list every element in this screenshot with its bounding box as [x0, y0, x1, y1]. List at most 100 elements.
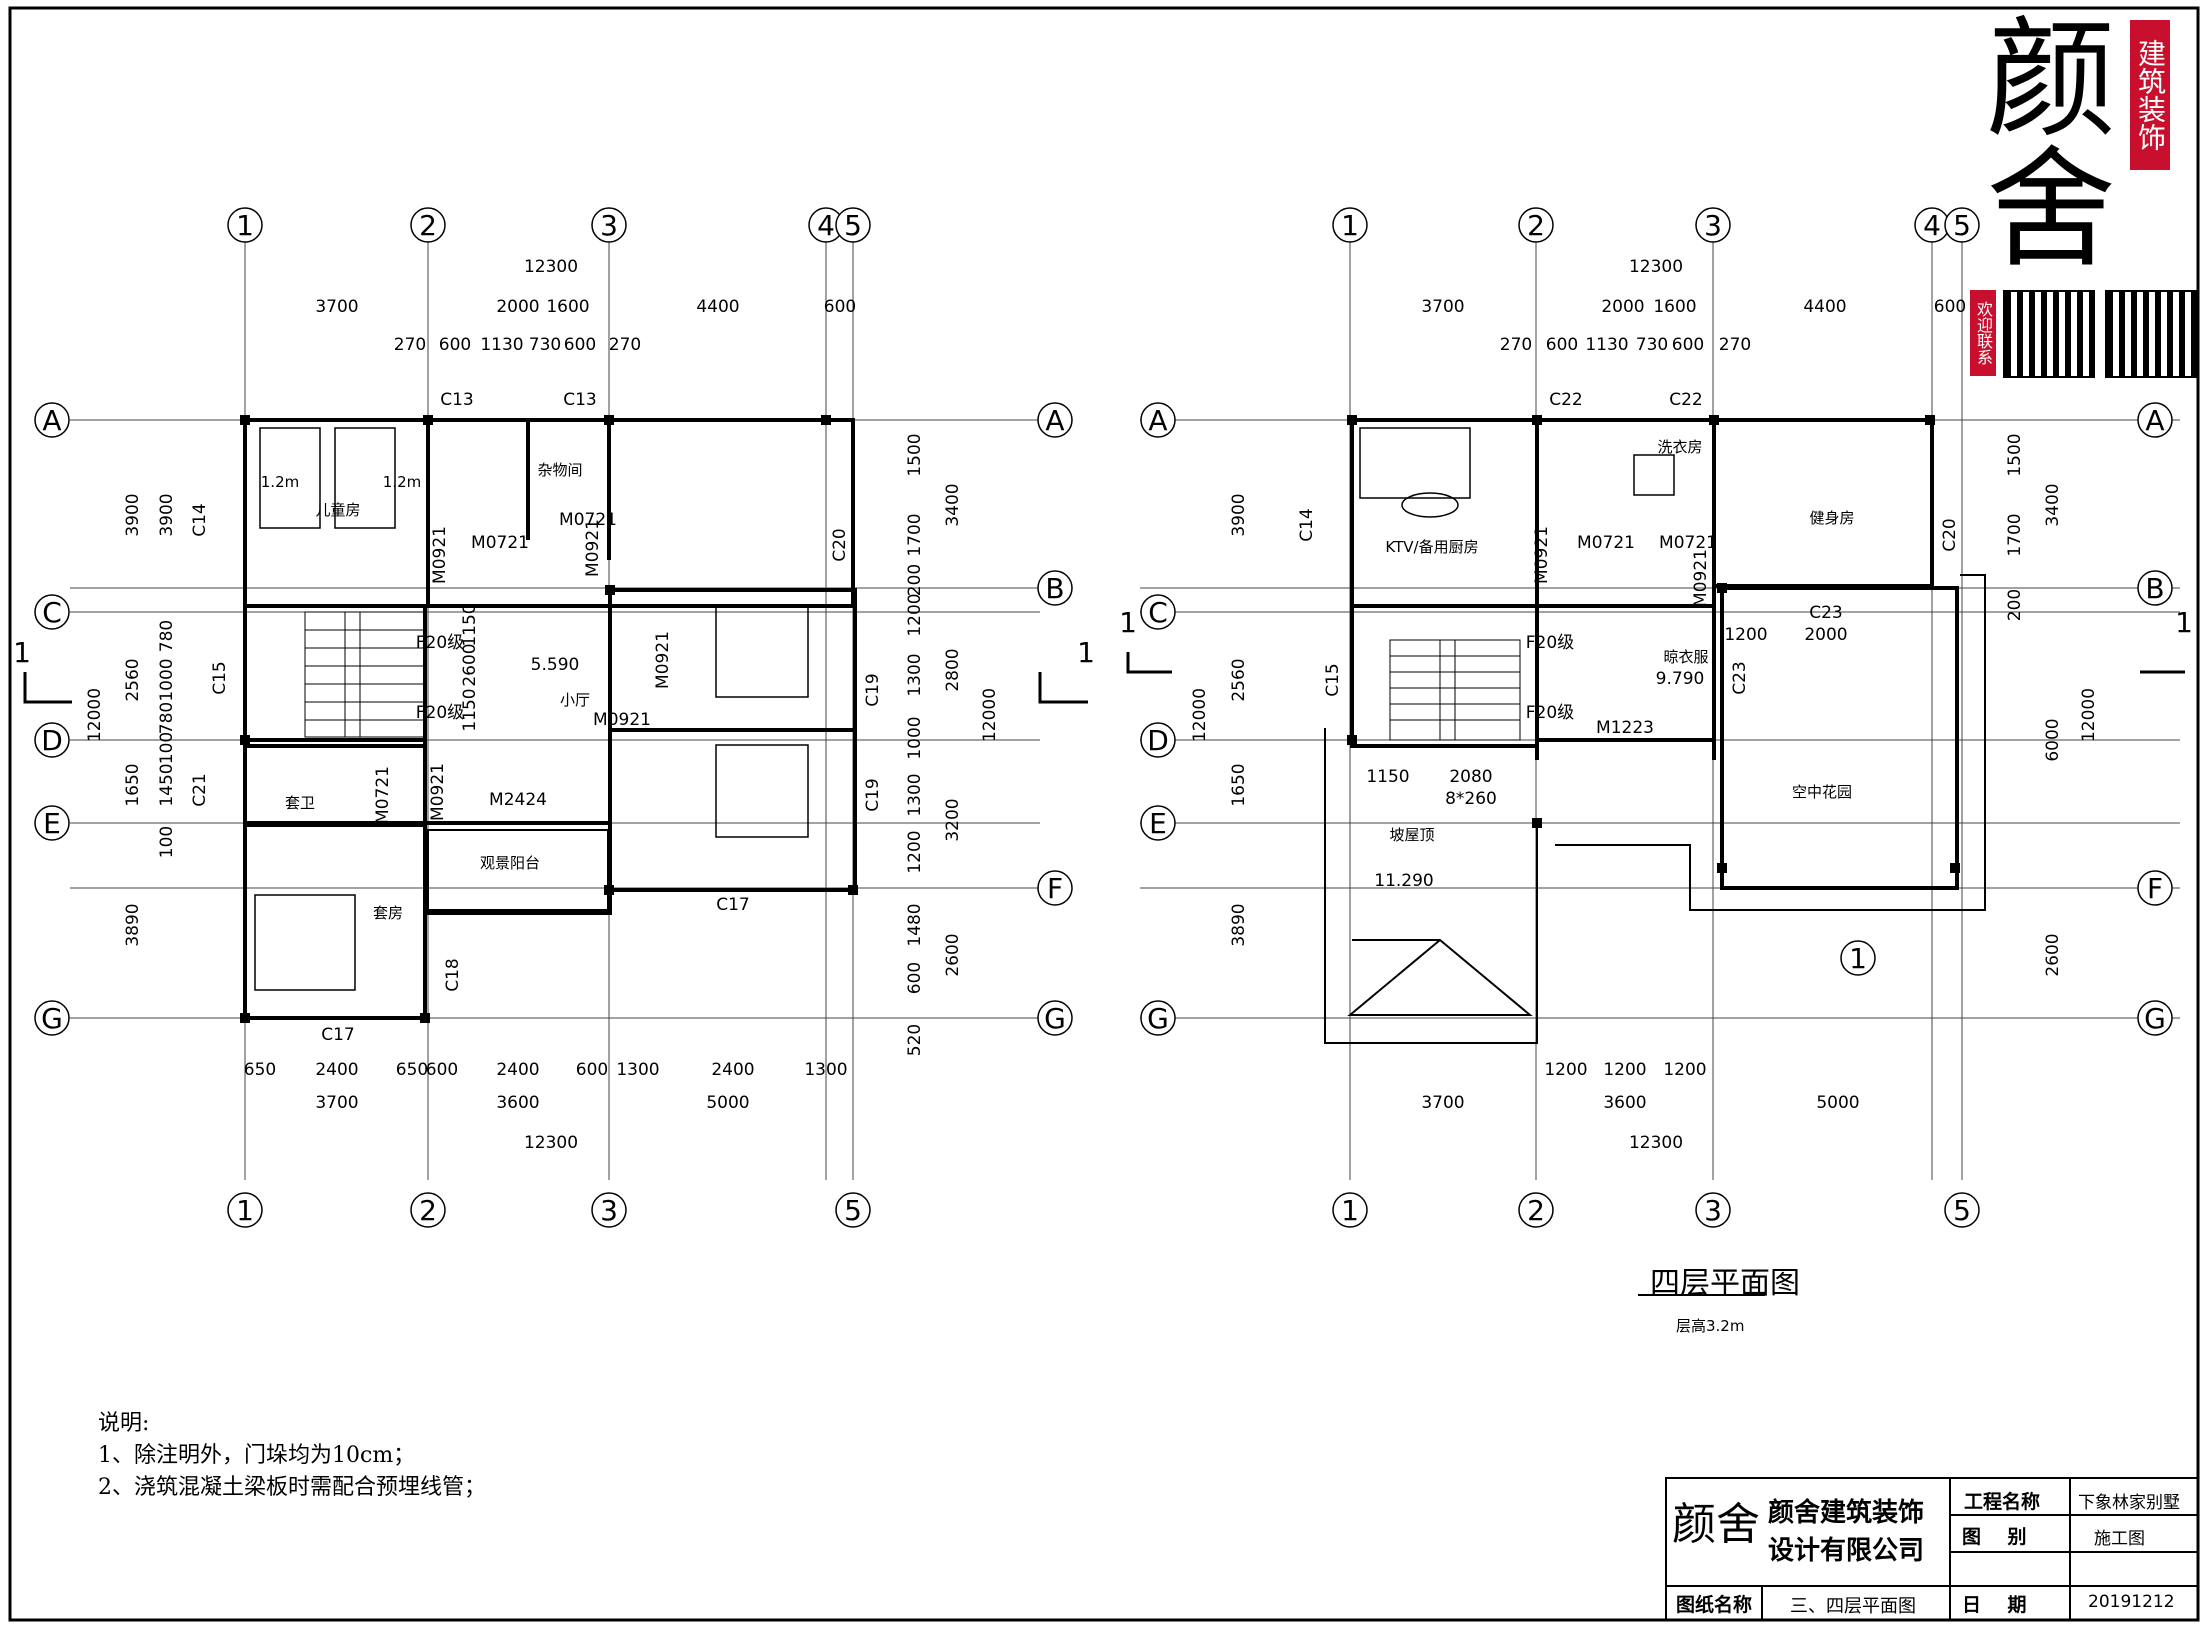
axis-right-G: G	[2144, 1002, 2166, 1035]
left-bottom-dim-7: 2400	[711, 1060, 754, 1080]
axis-left-E-circle	[34, 805, 70, 841]
right-label-13: M1223	[1596, 718, 1654, 738]
company-name-line1: 颜舍建筑装饰	[1768, 1498, 1925, 1528]
axis-right-A-circle	[2137, 402, 2173, 438]
axis-left-A: A	[42, 404, 61, 437]
axis-top-right-1-circle	[1332, 207, 1368, 243]
axis-top-left-1-circle	[227, 207, 263, 243]
axis-right-left-plan-A-circle	[1037, 402, 1073, 438]
axis-right-F-circle	[2137, 870, 2173, 906]
left-label-23: 5.590	[531, 655, 580, 675]
right-label-20: F20级	[1526, 703, 1574, 723]
left-left-dim-3: 1000	[157, 658, 177, 701]
axis-right-left-plan-B-circle	[1037, 570, 1073, 606]
right-label-8: 2000	[1804, 625, 1847, 645]
right-bottom-total: 12300	[1629, 1133, 1683, 1153]
right-label-17: 9.790	[1656, 669, 1705, 689]
plan-title: 四层平面图	[1650, 1266, 1800, 1301]
axis-left-right-plan-C: C	[1148, 596, 1168, 629]
right-top-sub-2: 1130	[1585, 335, 1628, 355]
axis-bottom-right-1-circle	[1332, 1192, 1368, 1228]
right-label-16: 8*260	[1445, 789, 1497, 809]
logo-calligraphy: 颜舍	[1964, 10, 2116, 270]
axis-left-right-plan-E: E	[1149, 807, 1167, 840]
left-left-dim-10: 3890	[123, 903, 143, 946]
left-top-dim-2: 1600	[546, 297, 589, 317]
axis-top-right-2-circle	[1518, 207, 1554, 243]
right-bottom-mid-1: 3600	[1603, 1093, 1646, 1113]
left-room-0: 儿童房	[315, 501, 360, 519]
left-left-dim-7: 1650	[123, 763, 143, 806]
right-left-dim-1: 2560	[1229, 658, 1249, 701]
right-label-5: C23	[1809, 603, 1843, 623]
section-mark-right-2: 1	[2175, 606, 2193, 639]
left-bottom-dim-0: 650	[244, 1060, 276, 1080]
left-label-11: M0921	[430, 526, 450, 584]
beds	[254, 427, 809, 991]
right-right-dim-1: 1700	[2005, 513, 2025, 556]
left-label-25: F20级	[416, 703, 464, 723]
axis-top-left-2: 2	[419, 209, 437, 242]
right-room-3: 晾衣服	[1663, 648, 1708, 666]
plan-subtitle: 层高3.2m	[1676, 1317, 1745, 1335]
left-right-dim-9: 600	[905, 962, 925, 994]
axis-top-right-3-circle	[1695, 207, 1731, 243]
right-room-4: 空中花园	[1792, 783, 1852, 801]
left-label-4: C19	[863, 673, 883, 707]
axis-left-G: G	[41, 1002, 63, 1035]
right-label-11: M0721	[1659, 533, 1717, 553]
project-label: 工程名称	[1964, 1491, 2041, 1513]
axis-left-D-circle	[34, 722, 70, 758]
left-right-dim-15: 12000	[980, 688, 1000, 742]
left-label-12: M0721	[471, 533, 529, 553]
left-top-dim-3: 4400	[696, 297, 739, 317]
right-top-dim-0: 3700	[1421, 297, 1464, 317]
right-top-sub-3: 730	[1636, 335, 1668, 355]
axis-top-left-4: 4	[817, 209, 835, 242]
left-room-3: 套卫	[285, 794, 315, 812]
right-top-dim-1: 2000	[1601, 297, 1644, 317]
sheet-border	[8, 6, 2200, 1622]
dimension-labels: 12300 3700 2000 1600 4400 600 270 600 1130 730 600…	[85, 257, 2099, 1153]
axis-top-left-2-circle	[410, 207, 446, 243]
left-top-sub-5: 270	[609, 335, 641, 355]
axis-right-left-plan-G-circle	[1037, 1000, 1073, 1036]
left-label-3: C15	[210, 661, 230, 695]
right-label-7: 1200	[1724, 625, 1767, 645]
title-block-frame	[1665, 1477, 2199, 1621]
left-room-4: 观景阳台	[480, 854, 540, 872]
grid-lines-horizontal-right	[1140, 419, 2180, 1019]
left-bottom-dim-1: 2400	[315, 1060, 358, 1080]
axis-left-right-plan-D: D	[1147, 724, 1169, 757]
left-bottom-total: 12300	[524, 1133, 578, 1153]
axis-top-left-3: 3	[600, 209, 618, 242]
right-right-dim-3: 200	[2005, 589, 2025, 621]
right-label-4: C20	[1940, 518, 1960, 552]
axis-right-G-circle	[2137, 1000, 2173, 1036]
axis-bottom-right-5: 5	[1953, 1194, 1971, 1227]
axis-top-left-1: 1	[236, 209, 254, 242]
left-right-dim-2: 200	[905, 564, 925, 596]
left-right-dim-1: 1700	[905, 513, 925, 556]
axis-right-B-circle	[2137, 570, 2173, 606]
left-bottom-mid-0: 3700	[315, 1093, 358, 1113]
left-label-13: M0721	[559, 510, 617, 530]
section-mark-right: 1	[1119, 606, 1137, 639]
left-right-dim-13: 3200	[943, 798, 963, 841]
left-bottom-mid-2: 5000	[706, 1093, 749, 1113]
right-label-10: M0721	[1577, 533, 1635, 553]
axis-right-A: A	[2145, 404, 2164, 437]
fixtures-right	[1359, 427, 1675, 518]
right-right-dim-6: 2600	[2043, 933, 2063, 976]
left-top-sub-0: 270	[394, 335, 426, 355]
right-right-dim-4: 6000	[2043, 718, 2063, 761]
axis-top-right-5: 5	[1953, 209, 1971, 242]
right-bottom-mid-0: 3700	[1421, 1093, 1464, 1113]
left-bottom-dim-4: 2400	[496, 1060, 539, 1080]
left-label-6: C20	[830, 528, 850, 562]
drawing-name-label: 图纸名称	[1676, 1594, 1753, 1616]
right-top-total: 12300	[1629, 257, 1683, 277]
right-label-9: M0921	[1532, 526, 1552, 584]
right-top-sub-4: 600	[1672, 335, 1704, 355]
grid-lines-vertical-right	[1349, 240, 1963, 1180]
